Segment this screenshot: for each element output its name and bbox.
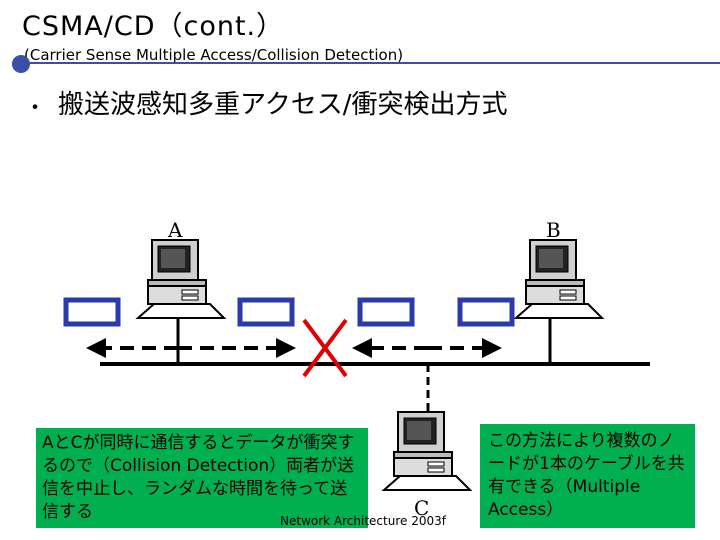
arrowhead-a-left (86, 338, 106, 358)
computer-a-icon (137, 239, 225, 319)
arrowhead-c-left (352, 338, 372, 358)
computer-c-icon (383, 411, 471, 491)
title-underline (14, 62, 720, 64)
computer-b-icon (515, 239, 603, 319)
slide-title: CSMA/CD（cont.） (22, 11, 285, 42)
collision-x-icon (302, 318, 348, 378)
frame-icon-2 (237, 297, 295, 327)
frame-icon-3 (357, 297, 415, 327)
title-dot (12, 55, 30, 73)
node-label-a: A (168, 218, 183, 242)
footer-text: Network Architecture 2003f (280, 514, 446, 528)
collision-note: AとCが同時に通信するとデータが衝突するので（Collision Detecti… (36, 428, 368, 528)
arrowhead-c-right (482, 338, 502, 358)
frame-icon-4 (457, 297, 515, 327)
bullet-marker: ・ (24, 96, 47, 121)
node-label-c: C (414, 496, 430, 520)
multiple-access-note: この方法により複数のノードが1本のケーブルを共有できる（Multiple Acc… (480, 424, 695, 528)
node-label-b: B (546, 218, 561, 242)
arrowhead-a-right (276, 338, 296, 358)
bullet-heading: 搬送波感知多重アクセス/衝突検出方式 (58, 90, 508, 120)
frame-icon-1 (63, 297, 121, 327)
slide-subtitle: (Carrier Sense Multiple Access/Collision… (24, 46, 404, 64)
